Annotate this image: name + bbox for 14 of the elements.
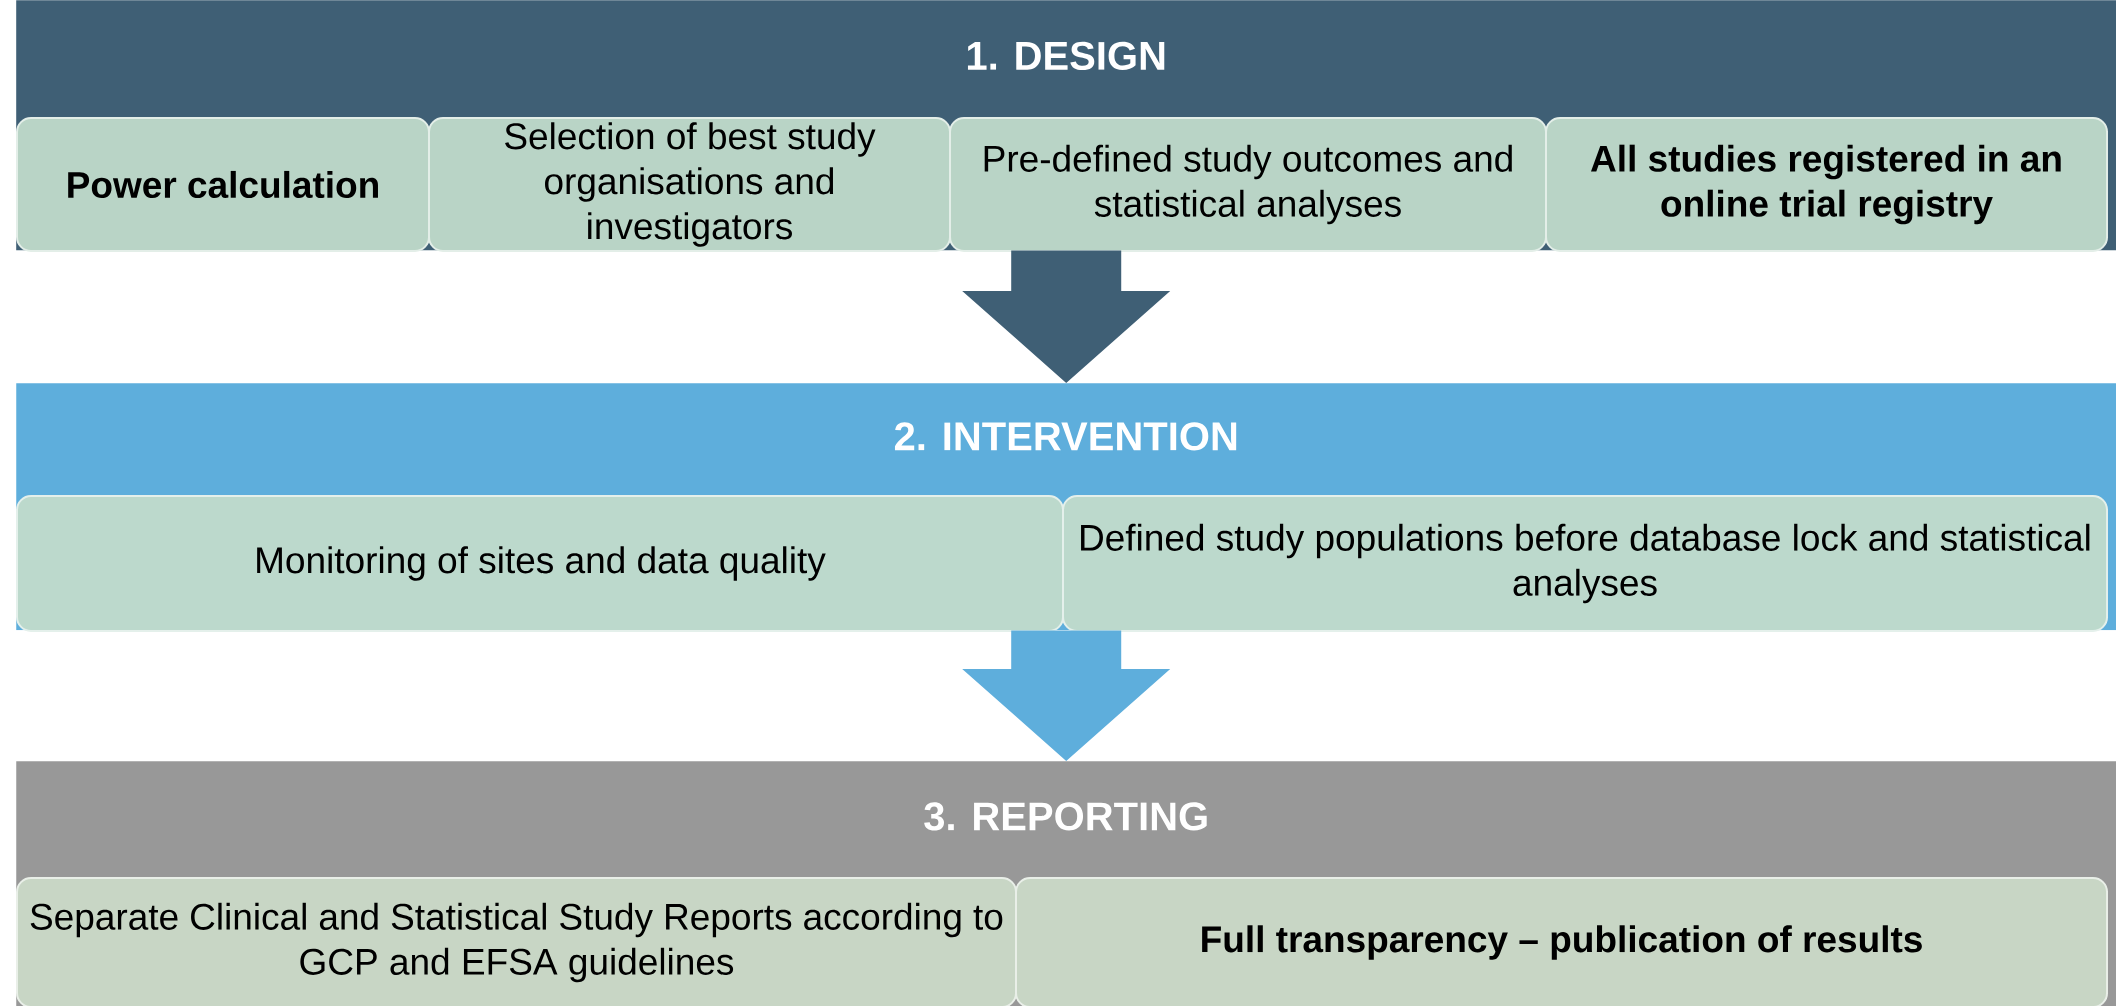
block-arrow	[962, 250, 1171, 383]
node-label: Defined study populations before database lock and statistical analyses	[1081, 523, 2090, 604]
text-box: Monitoring of sites and data quality	[16, 495, 1064, 632]
node-label: Full transparency – publication of results	[1202, 925, 1922, 960]
text-box: Selection of best study organisations and investigators	[428, 117, 951, 252]
text-box: Defined study populations before database lock and statistical analyses	[1062, 495, 2109, 632]
node-label: All studies registered in an online trial registry	[1590, 144, 2061, 225]
text-box: All studies registered in an online trial registry	[1545, 117, 2109, 252]
text-box: Separate Clinical and Statistical Study Reports according to GCP and EFSA guidelines	[16, 877, 1017, 1006]
block-arrow	[962, 630, 1171, 761]
text-box: Full transparency – publication of results	[1015, 877, 2109, 1006]
node-label: Separate Clinical and Statistical Study Reports according to GCP and EFSA guidelines	[30, 902, 1003, 983]
text-box: Pre-defined study outcomes and statistical analyses	[949, 117, 1547, 252]
text-box: Power calculation	[16, 117, 430, 252]
